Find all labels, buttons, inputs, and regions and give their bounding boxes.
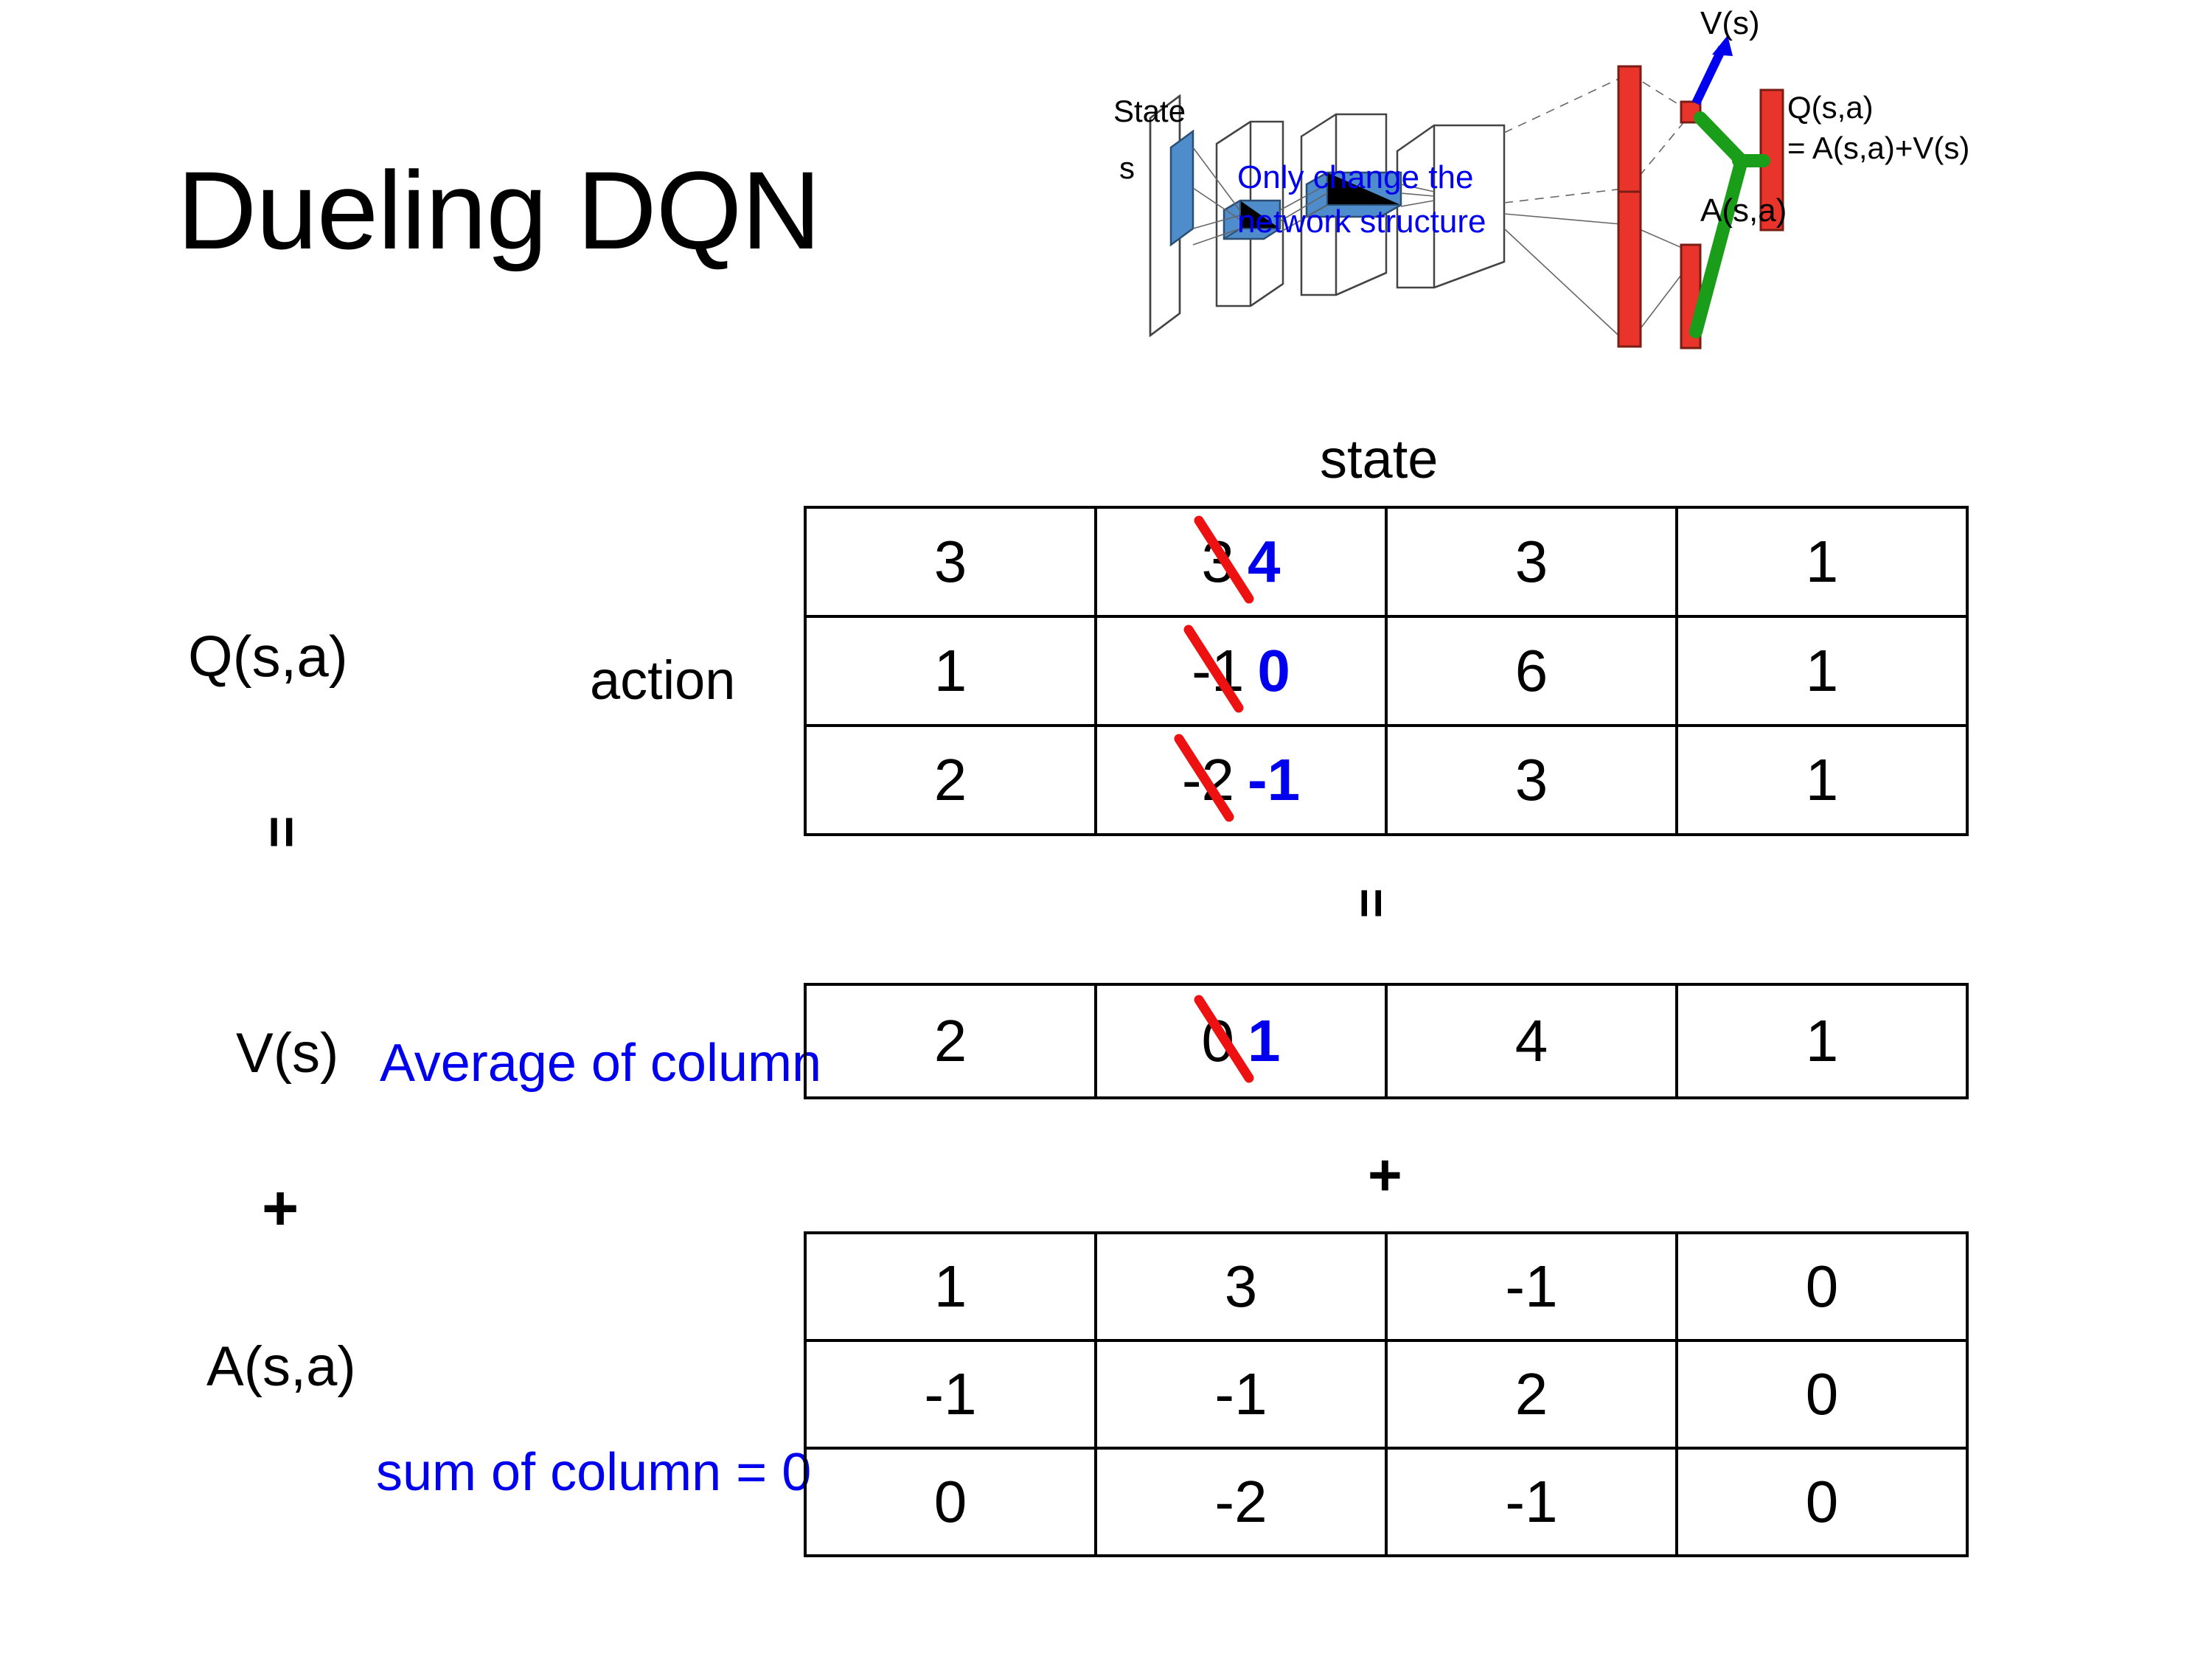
table-cell: 2 [804,983,1097,1099]
cell-value: 1 [1805,1008,1839,1074]
value-function-label: V(s) [236,1022,339,1085]
table-cell: -2-1 [1094,724,1388,836]
table-row: 2 -2-1 3 1 [804,724,1969,836]
table-cell: 1 [1675,724,1969,836]
cell-value: 1 [933,1253,967,1319]
cell-value: -2 [1214,1469,1267,1534]
diagram-q-formula: = A(s,a)+V(s) [1787,131,1969,165]
advantage-function-label: A(s,a) [206,1335,356,1398]
diagram-state-label: State [1113,94,1186,128]
old-value: 0 [1194,995,1253,1083]
cell-value: 2 [933,1008,967,1074]
cell-value: 3 [1514,529,1548,594]
cell-value: 1 [933,638,967,703]
equals-sign-between-tables: = [1343,888,1401,919]
table-cell: -2 [1094,1447,1388,1557]
table-cell: 1 [804,1231,1097,1342]
table-cell: 0 [1675,1447,1969,1557]
new-value: 0 [1257,638,1290,703]
diagram-value-label: V(s) [1700,7,1760,41]
table-cell: 0 [1675,1231,1969,1342]
table-cell: 0 [804,1447,1097,1557]
cell-value: 3 [1514,747,1548,813]
new-value: -1 [1248,747,1301,813]
cell-value: 3 [933,529,967,594]
table-cell: 3 [804,506,1097,618]
cell-value: -1 [1214,1361,1267,1427]
action-axis-label: action [590,650,736,711]
diagram-note-line2: network structure [1237,204,1486,240]
table-cell: 2 [804,724,1097,836]
cell-value: 0 [1805,1469,1839,1534]
table-row: 1 3 -1 0 [804,1231,1969,1342]
cell-value: 0 [933,1469,967,1534]
old-value: -2 [1174,734,1234,822]
table-cell: 1 [1675,983,1969,1099]
diagram-advantage-label: A(s,a) [1700,192,1787,229]
cell-value: 6 [1514,638,1548,703]
old-value: 3 [1194,515,1253,604]
equals-sign-left: = [250,815,313,849]
table-cell: 3 [1385,724,1678,836]
diagram-q-label: Q(s,a) [1787,90,1874,125]
table-cell: 3 [1385,506,1678,618]
q-function-label: Q(s,a) [188,624,348,689]
strikethrough-icon [1167,726,1247,830]
table-cell: 2 [1385,1339,1678,1450]
strikethrough-icon [1177,616,1256,721]
table-cell: 4 [1385,983,1678,1099]
table-cell: 1 [1675,506,1969,618]
cell-value: 1 [1805,747,1839,813]
cell-value: 3 [1224,1253,1258,1319]
table-cell: 3 [1094,1231,1388,1342]
cell-value: 2 [933,747,967,813]
new-value: 1 [1248,1008,1281,1074]
table-cell: -1 [1385,1231,1678,1342]
cell-value: -1 [924,1361,977,1427]
table-row: -1 -1 2 0 [804,1339,1969,1450]
new-value: 4 [1248,529,1281,594]
cell-value: -1 [1505,1469,1558,1534]
table-cell: 6 [1385,615,1678,727]
dueling-network-diagram: State s V(s) A(s,a) Q(s,a) = A(s,a)+V(s)… [1106,7,2205,406]
page-title: Dueling DQN [177,148,821,272]
old-value: -1 [1183,625,1244,713]
advantage-value-table: 1 3 -1 0 -1 -1 2 0 0 -2 -1 0 [804,1231,1969,1557]
cell-value: 4 [1514,1008,1548,1074]
table-cell: 1 [804,615,1097,727]
diagram-note-line1: Only change the [1237,159,1473,195]
table-row: 0 -2 -1 0 [804,1447,1969,1557]
cell-value: 0 [1805,1253,1839,1319]
table-cell: -1 [1094,1339,1388,1450]
cell-value: 0 [1805,1361,1839,1427]
table-cell: -1 [804,1339,1097,1450]
plus-sign-between-tables: + [1368,1142,1402,1208]
state-axis-label: state [1320,428,1439,490]
table-cell: 0 [1675,1339,1969,1450]
diagram-state-sub: s [1119,150,1135,185]
sum-of-column-note: sum of column = 0 [376,1443,812,1502]
cell-value: 2 [1514,1361,1548,1427]
plus-sign-left: + [262,1173,299,1244]
cell-value: 1 [1805,529,1839,594]
table-cell: 1 [1675,615,1969,727]
average-of-column-note: Average of column [380,1034,822,1093]
table-cell: -1 [1385,1447,1678,1557]
cell-value: 1 [1805,638,1839,703]
cell-value: -1 [1505,1253,1558,1319]
